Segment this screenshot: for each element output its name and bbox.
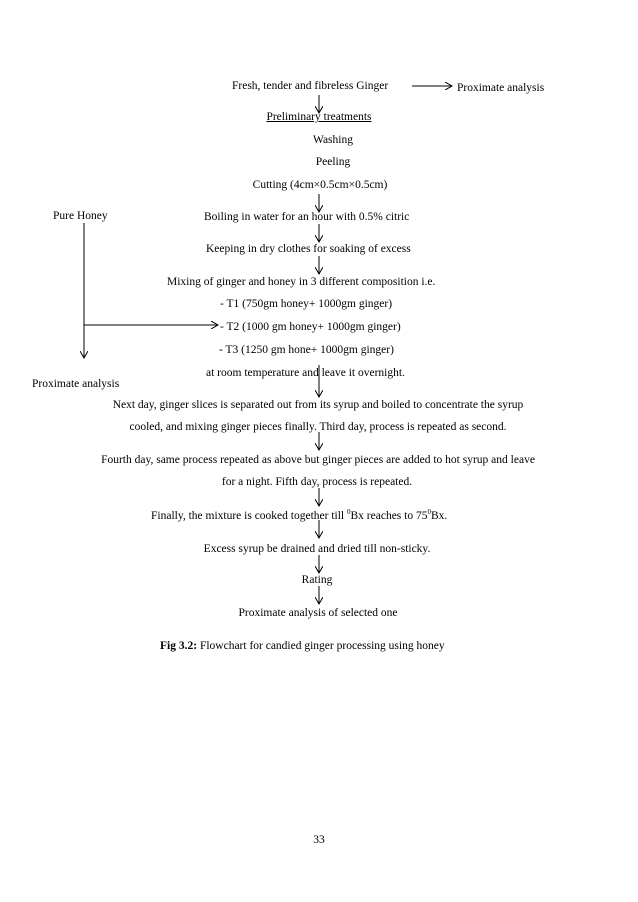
node-room-temperature: at room temperature and leave it overnig… [206,367,405,379]
node-cutting: Cutting (4cm×0.5cm×0.5cm) [252,179,388,191]
node-boiling: Boiling in water for an hour with 0.5% c… [204,211,410,223]
node-treatment-t2: - T2 (1000 gm honey+ 1000gm ginger) [220,321,401,333]
caption-label: Fig 3.2: [160,640,198,652]
page-number: 33 [313,834,325,846]
node-finally-cooked: Finally, the mixture is cooked together … [151,508,448,522]
node-fresh-ginger: Fresh, tender and fibreless Ginger [232,80,389,92]
node-next-day-line1: Next day, ginger slices is separated out… [112,399,524,411]
figure-caption: Fig 3.2: Flowchart for candied ginger pr… [160,639,445,653]
node-proximate-analysis-honey: Proximate analysis [32,378,120,390]
node-fourth-day-line2: for a night. Fifth day, process is repea… [221,476,413,488]
node-proximate-analysis-top: Proximate analysis [457,82,545,94]
node-final-proximate-analysis: Proximate analysis of selected one [238,607,398,619]
node-next-day-line2: cooled, and mixing ginger pieces finally… [129,421,507,433]
node-treatment-t1: - T1 (750gm honey+ 1000gm ginger) [220,298,393,310]
node-rating: Rating [301,574,333,586]
node-excess-syrup: Excess syrup be drained and dried till n… [203,543,431,555]
node-keeping: Keeping in dry clothes for soaking of ex… [206,243,411,255]
node-washing: Washing [313,134,353,146]
node-fourth-day-line1: Fourth day, same process repeated as abo… [101,454,535,466]
caption-text: Flowchart for candied ginger processing … [197,640,445,652]
node-treatment-t3: - T3 (1250 gm hone+ 1000gm ginger) [219,344,394,356]
node-mixing: Mixing of ginger and honey in 3 differen… [167,276,436,288]
node-preliminary-treatments: Preliminary treatments [266,111,372,123]
node-peeling: Peeling [315,156,351,168]
node-pure-honey: Pure Honey [53,210,108,222]
